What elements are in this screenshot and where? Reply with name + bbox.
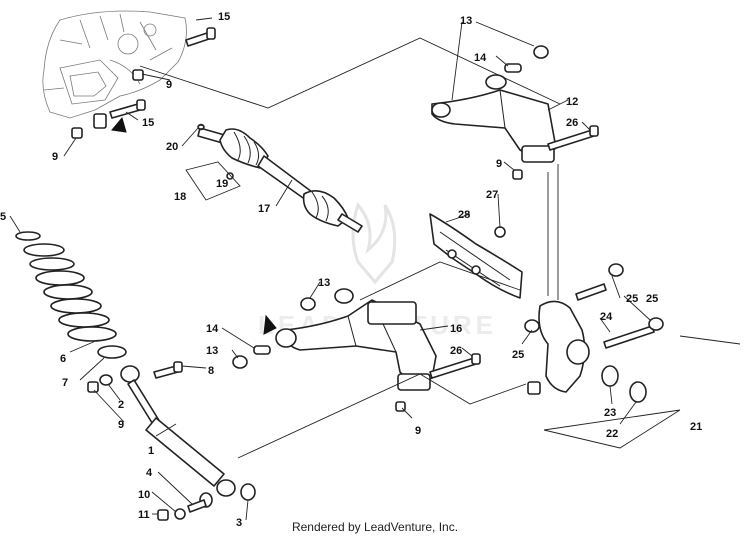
callout-13b: 13 xyxy=(318,277,330,289)
callout-10: 10 xyxy=(138,489,150,501)
coil-spring xyxy=(15,231,127,359)
callout-19: 19 xyxy=(216,178,228,190)
callout-2: 2 xyxy=(118,399,124,411)
callout-23: 23 xyxy=(604,407,616,419)
callout-12: 12 xyxy=(566,96,578,108)
callout-9e: 9 xyxy=(415,425,421,437)
nut-9-engine xyxy=(132,69,144,81)
callout-11: 11 xyxy=(138,509,150,521)
bolt-24-lower xyxy=(603,325,655,349)
nut-9-upper xyxy=(512,169,523,180)
callout-26a: 26 xyxy=(566,117,578,129)
callout-24: 24 xyxy=(600,311,613,323)
callout-5: 5 xyxy=(0,211,6,223)
spring-retainer-5 xyxy=(15,231,41,241)
callout-labels: 15 15 9 9 9 9 9 13 14 12 26 20 19 18 17 … xyxy=(0,11,702,529)
nut-9-left xyxy=(71,127,83,139)
nut-11 xyxy=(157,509,169,521)
engine-side-hardware xyxy=(71,27,216,139)
circlips xyxy=(197,124,234,180)
callout-4: 4 xyxy=(146,467,153,479)
washer-10 xyxy=(174,508,186,520)
callout-25a: 25 xyxy=(626,293,638,305)
callout-13c: 13 xyxy=(206,345,218,357)
callout-16: 16 xyxy=(450,323,462,335)
bushing-13-lower xyxy=(232,355,248,369)
callout-17: 17 xyxy=(258,203,270,215)
callout-3: 3 xyxy=(236,517,242,529)
nut-9-shock xyxy=(87,381,99,393)
bushing-3 xyxy=(240,483,256,501)
direction-arrow-2 xyxy=(263,314,277,335)
callout-6: 6 xyxy=(60,353,66,365)
drive-axle xyxy=(197,123,363,233)
spring-retainer-7 xyxy=(97,345,127,359)
lower-a-arm xyxy=(263,288,437,391)
callout-15a: 15 xyxy=(218,11,230,23)
bolt-26-lower xyxy=(429,357,477,379)
callout-20: 20 xyxy=(166,141,178,153)
sleeve-14-upper xyxy=(504,63,522,73)
sleeve-25-top xyxy=(608,263,624,277)
callout-18: 18 xyxy=(174,191,186,203)
callout-9b: 9 xyxy=(52,151,58,163)
engine-housing-sketch xyxy=(42,10,187,119)
bearing-23 xyxy=(601,365,619,387)
callout-14a: 14 xyxy=(474,52,487,64)
callout-22: 22 xyxy=(606,428,618,440)
assembly-outline-lines xyxy=(139,37,741,459)
nut-27 xyxy=(494,226,506,238)
callout-13a: 13 xyxy=(460,15,472,27)
callout-14b: 14 xyxy=(206,323,219,335)
snap-ring-22 xyxy=(629,381,647,403)
callout-9d: 9 xyxy=(118,419,124,431)
callout-7: 7 xyxy=(62,377,68,389)
render-credit: Rendered by LeadVenture, Inc. xyxy=(291,520,459,534)
bolt-24-upper xyxy=(575,283,607,301)
shock-absorber xyxy=(87,361,236,497)
callout-25c: 25 xyxy=(512,349,524,361)
upper-arm-hardware xyxy=(504,45,599,180)
bushing-13-top xyxy=(300,297,316,311)
callout-27: 27 xyxy=(486,189,498,201)
callout-21: 21 xyxy=(690,421,702,433)
lower-shock-hardware xyxy=(157,483,256,521)
direction-arrow-1 xyxy=(111,116,127,133)
callout-25b: 25 xyxy=(646,293,658,305)
upper-a-arm xyxy=(431,74,557,163)
callout-8: 8 xyxy=(208,365,214,377)
callout-9a: 9 xyxy=(166,79,172,91)
lower-arm-hardware xyxy=(232,297,481,412)
callout-28: 28 xyxy=(458,209,470,221)
callout-15b: 15 xyxy=(142,117,154,129)
sleeve-25-right xyxy=(648,317,664,331)
arm-guard xyxy=(429,213,523,299)
sleeve-4 xyxy=(187,499,207,513)
callout-26b: 26 xyxy=(450,345,462,357)
callout-9c: 9 xyxy=(496,158,502,170)
callout-leaders xyxy=(9,17,651,521)
bushing-2 xyxy=(99,374,113,386)
knuckle-assembly xyxy=(524,263,664,403)
bolt-15-lower xyxy=(109,103,141,119)
sleeve-14-lower xyxy=(253,345,271,355)
callout-1: 1 xyxy=(148,445,154,457)
bushing-13-upper xyxy=(533,45,549,59)
